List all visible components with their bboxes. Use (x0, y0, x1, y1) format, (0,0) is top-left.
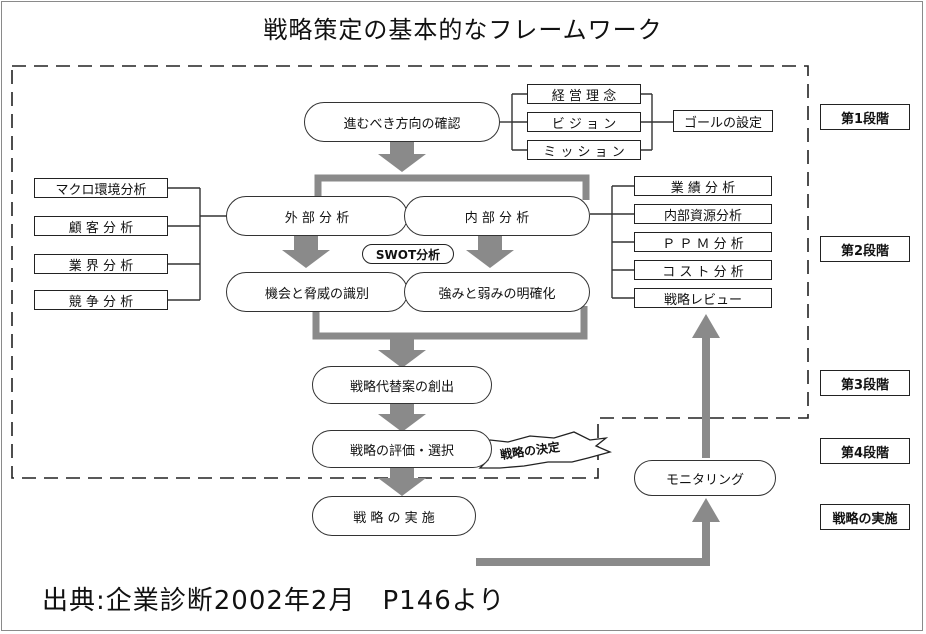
source-citation: 出典:企業診断2002年2月 P146より (42, 586, 506, 616)
strength-weakness-node: 強みと弱みの明確化 (404, 272, 590, 312)
implementation-node: 戦 略 の 実 施 (312, 496, 476, 536)
internal-analysis-node: 内 部 分 析 (404, 196, 590, 236)
philosophy-item: 経 営 理 念 (527, 84, 641, 104)
vision-item: ビ ジ ョ ン (527, 112, 641, 132)
macro-environment-item: マクロ環境分析 (34, 178, 168, 198)
direction-node: 進むべき方向の確認 (304, 102, 500, 142)
cost-analysis-item: コ ス ト 分 析 (634, 260, 772, 280)
customer-analysis-item: 顧 客 分 析 (34, 216, 168, 236)
flow-lines (312, 174, 590, 340)
competition-analysis-item: 競 争 分 析 (34, 290, 168, 310)
page-title: 戦略策定の基本的なフレームワーク (263, 16, 663, 44)
mission-item: ミ ッ シ ョ ン (527, 140, 641, 160)
monitoring-node: モニタリング (634, 460, 776, 496)
stage-1-label: 第1段階 (820, 104, 910, 130)
monitoring-feedback-arrow (692, 314, 720, 458)
internal-resource-item: 内部資源分析 (634, 204, 772, 224)
ppm-analysis-item: Ｐ Ｐ Ｍ 分 析 (634, 232, 772, 252)
industry-analysis-item: 業 界 分 析 (34, 254, 168, 274)
strategy-review-item: 戦略レビュー (634, 288, 772, 308)
scope-boundary (11, 65, 809, 479)
flow-arrows (282, 138, 514, 496)
external-analysis-node: 外 部 分 析 (226, 196, 408, 236)
opportunity-threat-node: 機会と脅威の識別 (226, 272, 408, 312)
swot-label: SWOT分析 (362, 244, 454, 264)
decision-burst (470, 431, 612, 469)
evaluation-node: 戦略の評価・選択 (312, 430, 492, 468)
alternatives-node: 戦略代替案の創出 (312, 366, 492, 404)
philosophy-connector (500, 93, 673, 151)
goal-setting-box: ゴールの設定 (673, 110, 773, 132)
implementation-stage-label: 戦略の実施 (820, 504, 910, 530)
stage-3-label: 第3段階 (820, 370, 910, 396)
stage-2-label: 第2段階 (820, 236, 910, 262)
internal-items-connector (590, 185, 634, 299)
stage-4-label: 第4段階 (820, 438, 910, 464)
external-items-connector (168, 187, 228, 301)
implementation-to-monitoring-arrow (476, 498, 720, 566)
performance-analysis-item: 業 績 分 析 (634, 176, 772, 196)
